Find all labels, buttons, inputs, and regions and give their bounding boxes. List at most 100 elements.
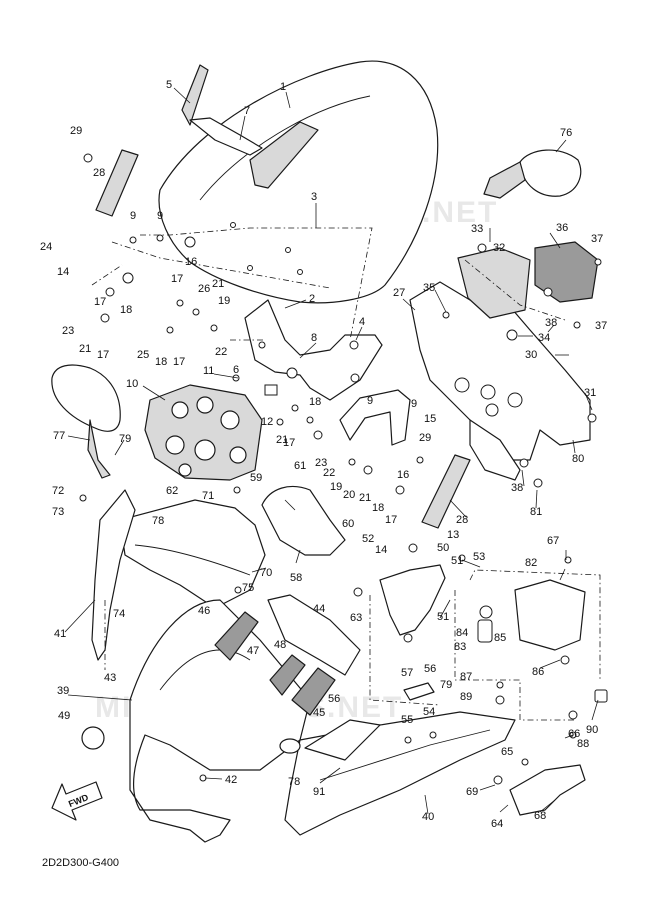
callout: 47 xyxy=(247,645,259,657)
side-cowl-41 xyxy=(91,489,136,661)
under-cowl-40 xyxy=(284,711,516,836)
callout: 60 xyxy=(342,518,354,530)
stay-8 xyxy=(244,299,383,401)
callout: 82 xyxy=(525,557,537,569)
callout: 21 xyxy=(359,492,371,504)
callout: 64 xyxy=(491,818,503,830)
callout: 17 xyxy=(171,273,183,285)
duct-46 xyxy=(214,611,259,661)
callout: 44 xyxy=(313,603,325,615)
callout: 46 xyxy=(198,605,210,617)
callout: 7 xyxy=(244,105,250,117)
bracket-28-lower xyxy=(421,454,471,529)
callout: 77 xyxy=(53,430,65,442)
callout: 85 xyxy=(494,632,506,644)
callout: 25 xyxy=(137,349,149,361)
callout: 38 xyxy=(545,317,557,329)
callout: 17 xyxy=(94,296,106,308)
callout: 10 xyxy=(126,378,138,390)
callout: 61 xyxy=(294,460,306,472)
callout: 14 xyxy=(375,544,387,556)
callout: 87 xyxy=(460,671,472,683)
callout: 84 xyxy=(456,627,468,639)
hardware xyxy=(79,153,608,785)
callout: 21 xyxy=(212,278,224,290)
callout: 24 xyxy=(40,241,52,253)
callout: 45 xyxy=(313,707,325,719)
callout: 11 xyxy=(203,365,214,377)
callout: 80 xyxy=(572,453,584,465)
duct-32 xyxy=(457,247,531,319)
callout: 49 xyxy=(58,710,70,722)
callout: 56 xyxy=(424,663,436,675)
callout: 15 xyxy=(424,413,436,425)
callout: 19 xyxy=(330,481,342,493)
callout: 6 xyxy=(233,364,239,376)
fwd-arrow: FWD xyxy=(51,781,103,821)
duct-45 xyxy=(291,667,336,716)
callout: 36 xyxy=(556,222,568,234)
callout: 86 xyxy=(532,666,544,678)
callout: 14 xyxy=(57,266,69,278)
callout: 28 xyxy=(456,514,468,526)
callout: 78 xyxy=(288,776,300,788)
callout: 9 xyxy=(130,210,136,222)
callout: 12 xyxy=(261,416,273,428)
callout: 17 xyxy=(97,349,109,361)
main-fairing xyxy=(129,599,311,843)
callout: 23 xyxy=(315,457,327,469)
left-mirror xyxy=(51,364,121,479)
callout: 79 xyxy=(440,679,452,691)
callout: 8 xyxy=(311,332,317,344)
callout: 74 xyxy=(113,608,125,620)
callout: 34 xyxy=(538,332,550,344)
panel-58 xyxy=(261,485,346,556)
plate-79 xyxy=(403,682,435,701)
callout: 51 xyxy=(451,555,463,567)
callout: 83 xyxy=(454,641,466,653)
callout: 21 xyxy=(276,434,288,446)
cap-49 xyxy=(81,726,105,750)
leader-lines xyxy=(64,87,599,815)
callout: 38 xyxy=(511,482,523,494)
callout: 17 xyxy=(283,437,295,449)
callout: 26 xyxy=(198,283,210,295)
callout: 19 xyxy=(218,295,230,307)
callout: 50 xyxy=(437,542,449,554)
callout: 3 xyxy=(311,191,317,203)
upper-cowl-70 xyxy=(119,499,266,609)
callout: 65 xyxy=(501,746,513,758)
callout: 28 xyxy=(93,167,105,179)
callout: 23 xyxy=(62,325,74,337)
callout: 17 xyxy=(385,514,397,526)
callout: 33 xyxy=(471,223,483,235)
callout: 63 xyxy=(350,612,362,624)
bracket-28-upper xyxy=(95,149,139,217)
callout: 41 xyxy=(54,628,66,640)
grommet-78 xyxy=(279,738,301,754)
callout: 27 xyxy=(393,287,405,299)
callout: 37 xyxy=(595,320,607,332)
callout: 4 xyxy=(359,316,365,328)
callout: 13 xyxy=(447,529,459,541)
callout: 69 xyxy=(466,786,478,798)
callout: 20 xyxy=(343,489,355,501)
callout: 71 xyxy=(202,490,214,502)
callout: 54 xyxy=(423,706,435,718)
diagram-code: 2D2D300-G400 xyxy=(42,857,119,869)
bracket-15 xyxy=(339,389,411,446)
meter-assy xyxy=(144,384,263,481)
callout: 18 xyxy=(120,304,132,316)
callout: 52 xyxy=(362,533,374,545)
callout: 1 xyxy=(280,81,286,93)
inner-panel-44 xyxy=(267,594,361,676)
callout: 16 xyxy=(185,256,197,268)
callout: 18 xyxy=(155,356,167,368)
ecu-box-82 xyxy=(514,579,586,651)
callout: 18 xyxy=(372,502,384,514)
callout: 78 xyxy=(152,515,164,527)
assembly-lines xyxy=(91,227,601,721)
callout: 29 xyxy=(419,432,431,444)
callout: 70 xyxy=(260,567,272,579)
callout: 2 xyxy=(309,293,315,305)
